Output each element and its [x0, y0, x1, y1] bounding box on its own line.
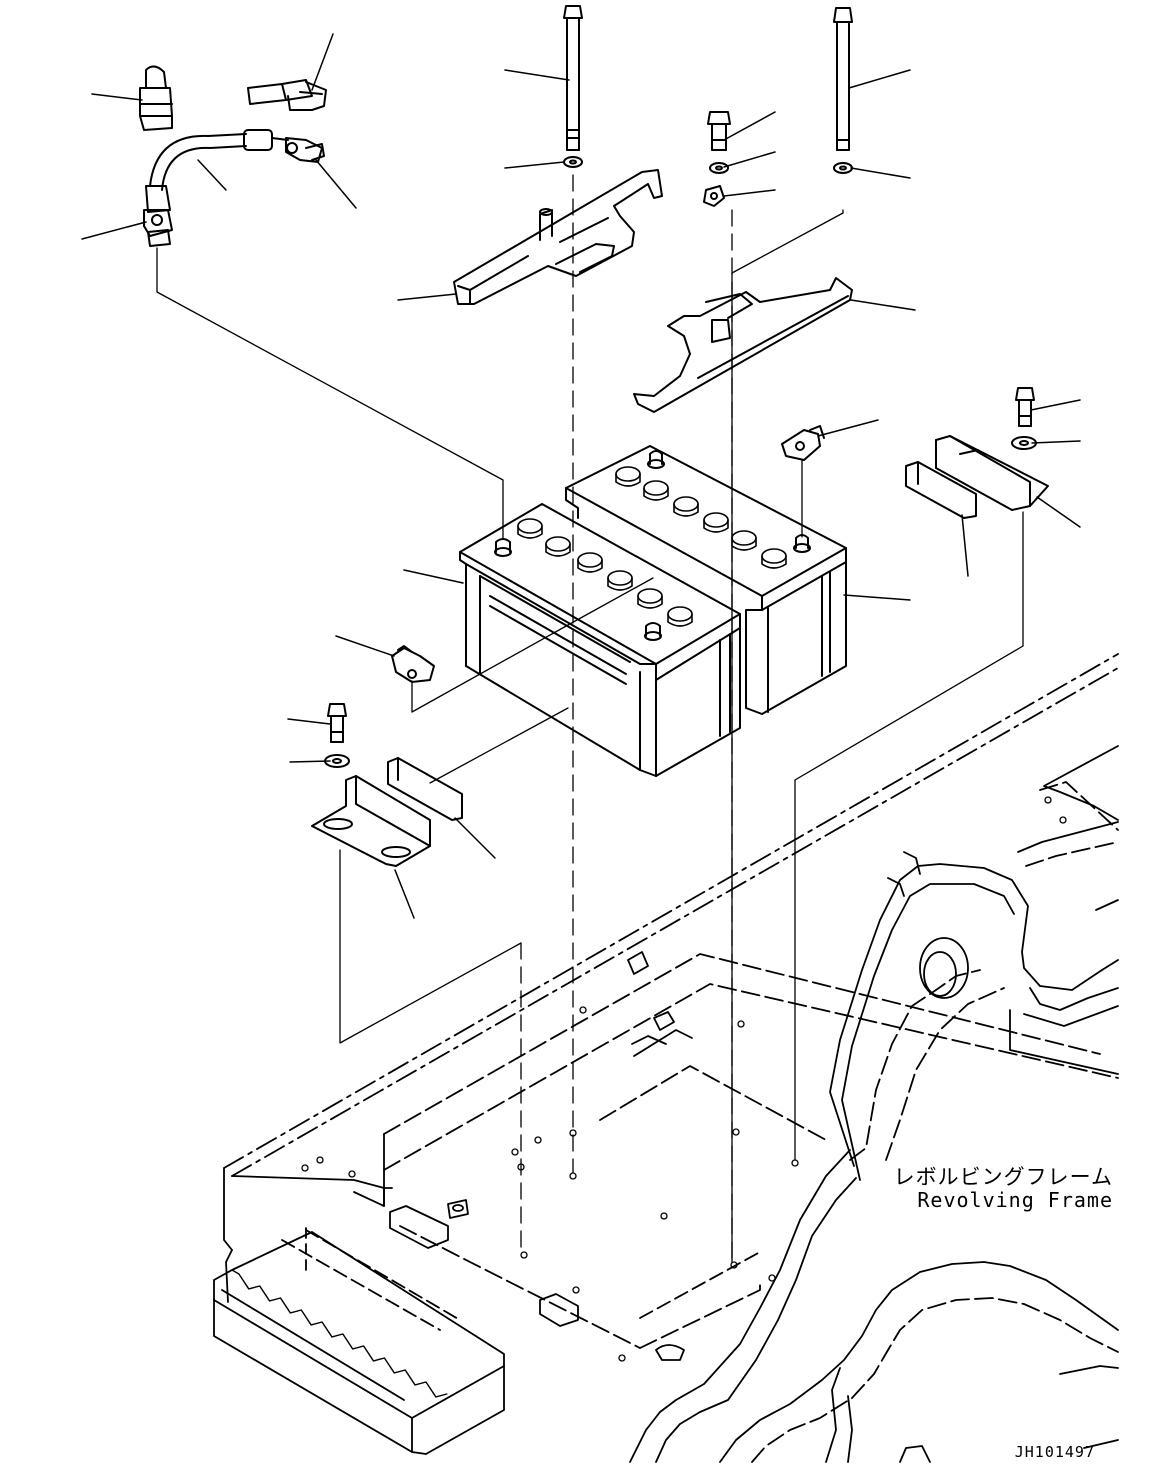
- battery-left: [459, 503, 741, 777]
- battery-right: [565, 445, 847, 715]
- frame-label-japanese: レボルビングフレーム: [894, 1165, 1113, 1189]
- frame-label-english: Revolving Frame: [917, 1188, 1113, 1212]
- terminal-clamp-right: [781, 425, 825, 461]
- drawing-id: JH101497: [1015, 1443, 1095, 1461]
- hold-down-rod-right: [833, 7, 853, 174]
- leader-lines: [81, 33, 1081, 919]
- hold-down-rod-left: [563, 5, 583, 168]
- revolving-frame: [213, 653, 1119, 1463]
- right-bracket-set: [905, 387, 1049, 519]
- battery-cable: [139, 65, 325, 247]
- cable-connector: [247, 79, 327, 111]
- terminal-clamp-left: [391, 645, 435, 683]
- assembly-lines: [156, 174, 1024, 1263]
- bolt-set-top: [703, 111, 731, 207]
- left-bracket-set: [311, 703, 463, 867]
- hold-down-bracket-left: [453, 169, 663, 305]
- hold-down-bracket-right: [633, 277, 853, 413]
